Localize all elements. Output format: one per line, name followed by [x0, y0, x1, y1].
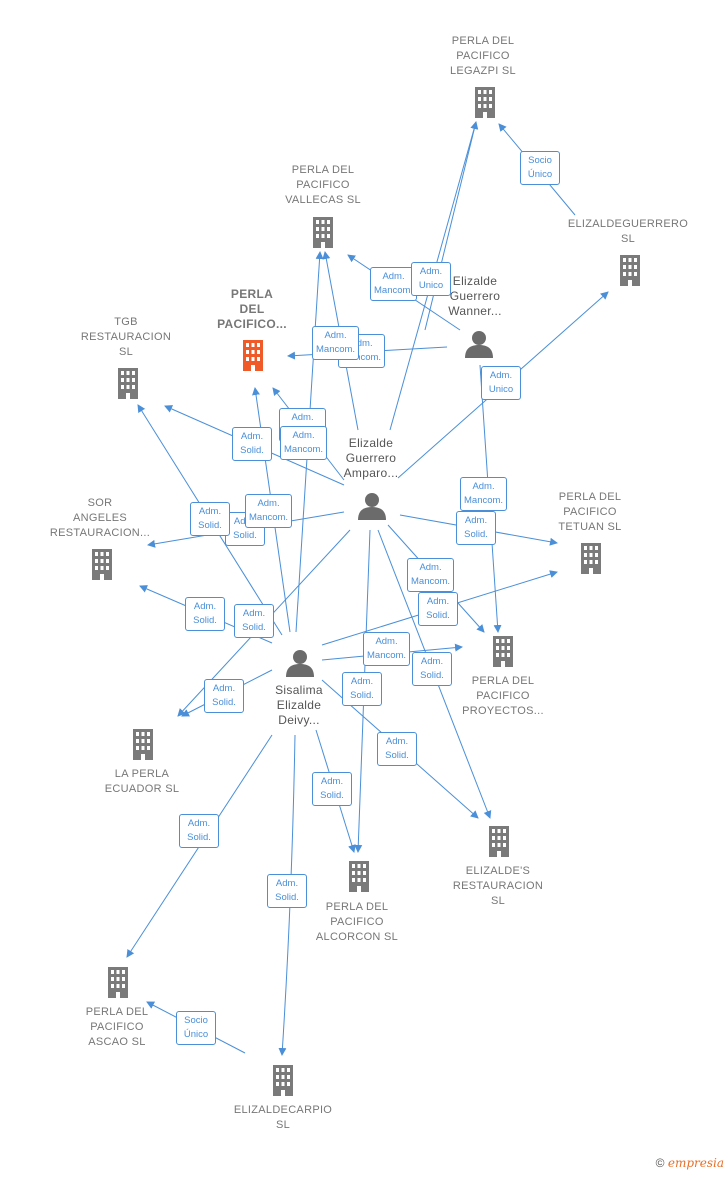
relation-badge[interactable]: Adm. Solid.	[190, 502, 230, 536]
building-icon[interactable]	[87, 547, 117, 582]
building-icon[interactable]	[308, 215, 338, 250]
building-icon[interactable]	[103, 965, 133, 1000]
building-icon[interactable]	[128, 727, 158, 762]
building-icon[interactable]	[576, 541, 606, 576]
company-label-elizaldes: ELIZALDE'S RESTAURACION SL	[452, 865, 544, 907]
relation-badge[interactable]: Adm. Mancom.	[407, 558, 455, 592]
company-label-alcorcon: PERLA DEL PACIFICO ALCORCON SL	[315, 901, 399, 943]
company-label-legazpi: PERLA DEL PACIFICO LEGAZPI SL	[450, 35, 516, 77]
building-icon-focus[interactable]	[238, 338, 268, 373]
company-label-tgb: TGB RESTAURACION SL	[80, 316, 172, 358]
building-icon[interactable]	[268, 1063, 298, 1098]
relation-badge[interactable]: Socio Único	[520, 151, 560, 185]
person-label-amparo: Elizalde Guerrero Amparo...	[343, 436, 399, 480]
relation-badge[interactable]: Adm. Solid.	[412, 652, 452, 686]
company-label-sor: SOR ANGELES RESTAURACION...	[49, 497, 151, 539]
person-icon[interactable]	[285, 648, 315, 678]
relation-badge[interactable]: Adm. Mancom.	[460, 477, 508, 511]
relation-badge[interactable]: Adm. Solid.	[342, 672, 382, 706]
copyright-symbol: ©	[655, 1156, 665, 1170]
person-icon[interactable]	[357, 491, 387, 521]
building-icon[interactable]	[488, 634, 518, 669]
relation-badge[interactable]: Adm. Solid.	[179, 814, 219, 848]
relation-badge[interactable]: Adm. Unico	[411, 262, 451, 296]
company-label-elizaldeguerrero: ELIZALDEGUERRERO SL	[567, 218, 689, 245]
brand-footer: © empresia	[656, 1156, 724, 1170]
brand-name: mpresia	[674, 1156, 724, 1170]
building-icon[interactable]	[470, 85, 500, 120]
relation-badge[interactable]: Adm. Solid.	[418, 592, 458, 626]
relation-badge[interactable]: Adm. Solid.	[185, 597, 225, 631]
relation-badge[interactable]: Adm. Unico	[481, 366, 521, 400]
person-icon[interactable]	[464, 329, 494, 359]
company-label-elizaldecarpio: ELIZALDECARPIO SL	[233, 1104, 333, 1131]
company-label-ascao: PERLA DEL PACIFICO ASCAO SL	[85, 1006, 149, 1048]
person-label-deivy: Sisalima Elizalde Deivy...	[275, 683, 323, 727]
relation-badge[interactable]: Adm. Solid.	[267, 874, 307, 908]
company-label-tetuan: PERLA DEL PACIFICO TETUAN SL	[558, 491, 622, 533]
company-label-vallecas: PERLA DEL PACIFICO VALLECAS SL	[285, 164, 361, 206]
company-label-focus: PERLA DEL PACIFICO...	[217, 287, 287, 331]
company-label-ecuador: LA PERLA ECUADOR SL	[104, 768, 180, 795]
brand-initial: e	[667, 1156, 675, 1170]
relation-badge[interactable]: Adm. Mancom.	[363, 632, 411, 666]
building-icon[interactable]	[484, 824, 514, 859]
relation-badge[interactable]: Socio Único	[176, 1011, 216, 1045]
relation-badge[interactable]: Adm. Solid.	[234, 604, 274, 638]
person-label-wanner: Elizalde Guerrero Wanner...	[448, 274, 502, 318]
relation-badge[interactable]: Adm. Mancom.	[245, 494, 293, 528]
building-icon[interactable]	[344, 859, 374, 894]
company-label-proyectos: PERLA DEL PACIFICO PROYECTOS...	[462, 675, 544, 717]
relation-badge[interactable]: Adm. Solid.	[456, 511, 496, 545]
relation-badge[interactable]: Adm. Mancom.	[280, 426, 328, 460]
relation-badge[interactable]: Adm. Solid.	[232, 427, 272, 461]
relation-badge[interactable]: Adm. Mancom.	[312, 326, 360, 360]
building-icon[interactable]	[113, 366, 143, 401]
relation-badge[interactable]: Adm. Solid.	[204, 679, 244, 713]
relation-badge[interactable]: Adm. Solid.	[377, 732, 417, 766]
building-icon[interactable]	[615, 253, 645, 288]
relation-badge[interactable]: Adm. Solid.	[312, 772, 352, 806]
